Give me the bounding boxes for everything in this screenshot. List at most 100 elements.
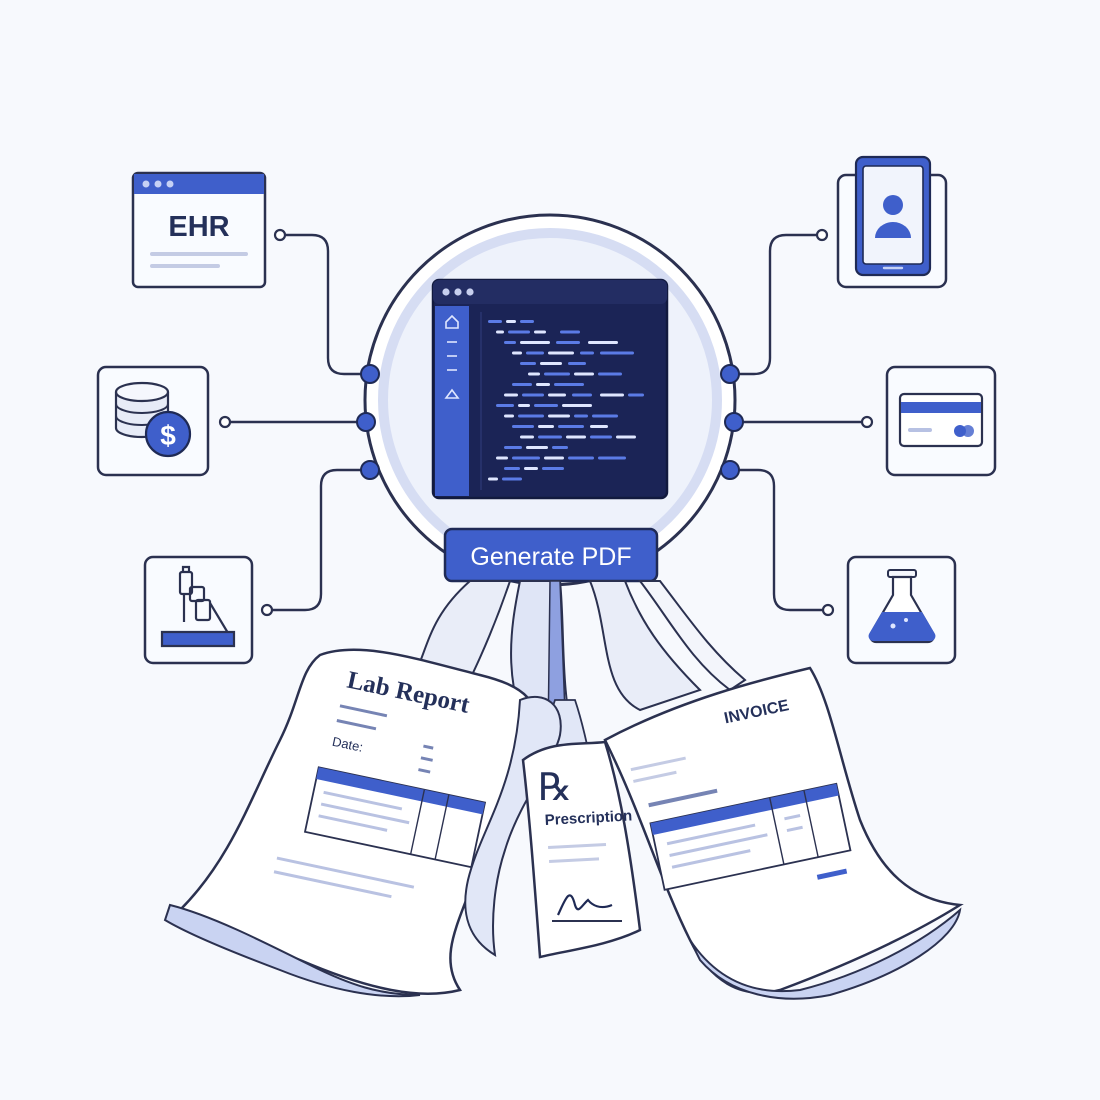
warning-icon [444,388,460,399]
database-dollar-icon: $ [114,381,192,458]
code-line-segment [512,351,522,355]
code-line-segment [526,446,548,449]
code-line-segment [512,456,540,460]
prescription-title: Prescription [544,807,632,829]
lab-report-date-label: Date: [331,734,365,755]
code-line-segment [538,435,562,439]
code-line-segment [528,372,540,376]
code-line-segment [504,446,522,449]
code-line-segment [574,372,594,376]
lab-equipment-icon [160,565,236,648]
code-line-segment [488,320,502,323]
generate-pdf-label: Generate PDF [470,543,631,571]
code-lines [488,320,644,481]
source-node-lab-results [846,555,957,665]
code-line-segment [560,330,580,334]
connector-lines [225,233,867,612]
home-icon [445,314,459,329]
code-line-segment [548,393,566,397]
source-node-lab-system [143,555,254,665]
code-line-segment [520,362,536,365]
code-line-segment [598,372,622,376]
code-line-segment [508,330,530,334]
code-line-segment [540,362,562,365]
code-line-segment [548,351,574,355]
code-line-segment [506,320,516,323]
code-line-segment [538,425,554,428]
code-line-segment [558,425,584,428]
code-line-segment [566,435,586,439]
hub-ports [356,364,744,480]
source-node-patient-app [836,155,948,289]
code-line-segment [504,467,520,470]
code-line-segment [568,362,586,365]
code-line-segment [574,414,588,418]
svg-text:$: $ [160,420,176,451]
code-line-segment [536,383,550,386]
signature [557,894,613,916]
code-line-segment [504,393,518,397]
code-line-segment [572,393,592,397]
code-line-segment [590,435,612,439]
code-line-segment [600,351,634,355]
connector-lab-system [267,468,370,612]
ehr-label: EHR [168,211,229,243]
code-line-segment [512,425,534,428]
mobile-patient-profile-icon [854,155,932,277]
source-node-payments [885,365,997,477]
code-line-segment [488,477,498,481]
code-line-segment [522,393,544,397]
code-line-segment [518,404,530,407]
central-hub: Generate PDF [356,213,744,587]
code-line-segment [520,341,550,344]
code-line-segment [592,414,618,418]
code-line-segment [600,393,624,397]
code-line-segment [518,414,544,418]
code-line-segment [628,393,644,397]
code-editor-window [431,278,669,500]
connector-patient-app [730,233,822,376]
browser-window-icon [134,174,264,194]
lab-report-document: Lab Report Date: [163,648,562,998]
code-line-segment [504,341,516,344]
code-line-segment [556,341,580,344]
code-line-segment [496,404,514,407]
code-line-segment [616,435,636,439]
code-line-segment [554,383,584,386]
source-node-billing: $ [96,365,210,477]
invoice-document: INVOICE [603,666,964,1000]
code-line-segment [542,467,564,470]
code-line-segment [580,351,594,355]
code-line-segment [548,414,570,418]
code-line-segment [598,456,626,460]
code-line-segment [524,467,538,470]
code-line-segment [526,351,544,355]
code-line-segment [588,341,618,344]
connector-endpoints [218,228,874,617]
code-line-segment [502,477,522,481]
code-line-segment [496,456,508,460]
editor-sidebar [435,306,469,496]
code-line-segment [544,372,570,376]
connector-lab-results [730,468,828,612]
code-line-segment [496,330,504,334]
prescription-document: ℞ Prescription [521,740,642,959]
source-node-ehr: EHR [131,171,267,289]
code-line-segment [544,456,564,460]
code-line-segment [552,446,568,449]
code-line-segment [504,414,514,418]
code-line-segment [562,404,592,407]
editor-sidebar-icons [444,314,460,399]
code-line-segment [520,320,534,323]
code-line-segment [520,435,534,439]
code-line-segment [512,383,532,386]
rx-symbol: ℞ [538,767,572,809]
code-line-segment [590,425,608,428]
code-line-segment [534,404,558,407]
flask-icon [868,569,936,644]
code-line-segment [568,456,594,460]
connector-ehr [280,233,370,376]
credit-card-icon [898,392,984,448]
